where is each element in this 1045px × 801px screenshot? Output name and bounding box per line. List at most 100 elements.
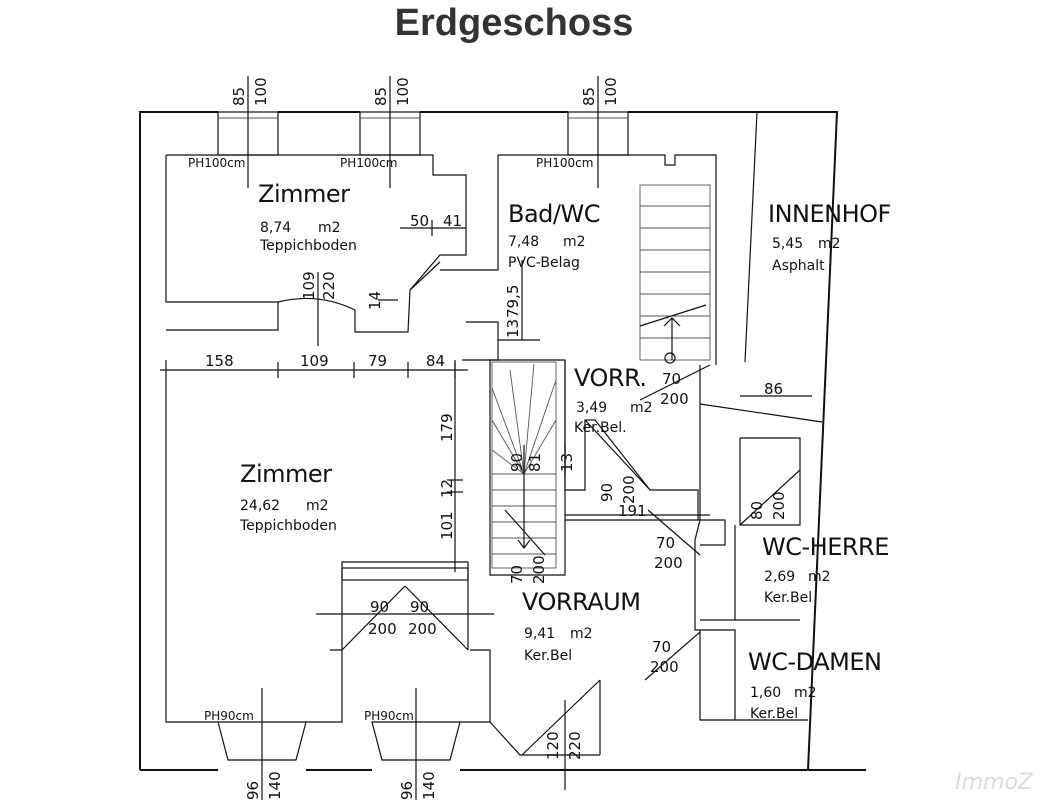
win1-w: 85 — [230, 87, 248, 106]
watermark-logo: ImmoZ — [955, 770, 1033, 795]
dim-70e: 70 — [652, 638, 671, 656]
dim-79-5: 79,5 — [504, 285, 522, 318]
dim-90d: 90 — [410, 598, 429, 616]
zimmer-top-room — [165, 154, 467, 333]
win3-ph: PH100cm — [536, 156, 593, 170]
win1-h: 100 — [252, 77, 270, 106]
dim-50: 50 — [410, 212, 429, 230]
dim-13b: 13 — [558, 453, 576, 472]
win3-h: 100 — [602, 77, 620, 106]
innenhof-area: 5,45 — [772, 236, 803, 252]
vorraum-unit: m2 — [570, 626, 593, 642]
dim-41: 41 — [443, 212, 462, 230]
wc-damen-name: WC-DAMEN — [748, 648, 881, 676]
bad-floor: PVC-Belag — [508, 255, 580, 271]
vorr-name: VORR. — [574, 364, 647, 392]
dim-200c: 200 — [770, 491, 788, 520]
vorraum-floor: Ker.Bel — [524, 648, 572, 664]
wc-herren-area: 2,69 — [764, 569, 795, 585]
dim-84: 84 — [426, 352, 445, 370]
window-labels-bottom: PH90cm 96 140 PH90cm 96 140 — [204, 709, 438, 800]
zimmer-big-room — [165, 360, 494, 723]
win1-ph: PH100cm — [188, 156, 245, 170]
vorr-floor: Ker.Bel. — [574, 420, 627, 436]
zimmer-big-area: 24,62 — [240, 498, 280, 514]
vorraum-walls — [489, 360, 823, 756]
dim-79: 79 — [368, 352, 387, 370]
dim-101: 101 — [438, 511, 456, 540]
dim-120: 120 — [544, 731, 562, 760]
dim-220a: 220 — [320, 271, 338, 300]
windows-bottom — [217, 688, 461, 800]
vorr-unit: m2 — [630, 400, 653, 416]
window-labels-top: 85 100 PH100cm 85 100 PH100cm 85 100 PH1… — [188, 77, 620, 170]
zimmer-big-name: Zimmer — [240, 460, 332, 488]
dim-158: 158 — [205, 352, 234, 370]
wc-damen-area: 1,60 — [750, 685, 781, 701]
dim-200e: 200 — [530, 555, 548, 584]
win5-ph: PH90cm — [364, 709, 414, 723]
vorraum-area: 9,41 — [524, 626, 555, 642]
win3-w: 85 — [580, 87, 598, 106]
dim-220b: 220 — [566, 731, 584, 760]
zimmer-big-unit: m2 — [306, 498, 329, 514]
dim-200g: 200 — [368, 620, 397, 638]
dim-70c: 70 — [656, 534, 675, 552]
dim-179: 179 — [438, 413, 456, 442]
zimmer-top-floor: Teppichboden — [259, 238, 357, 254]
dim-13: 13 — [504, 319, 522, 338]
win4-w: 96 — [244, 781, 262, 800]
windows-top — [217, 76, 629, 188]
page-title: Erdgeschoss — [394, 2, 634, 44]
wc-damen-unit: m2 — [794, 685, 817, 701]
zimmer-top-unit: m2 — [318, 220, 341, 236]
dim-191: 191 — [618, 502, 647, 520]
outer-walls — [139, 111, 866, 771]
innenhof-name: INNENHOF — [768, 200, 891, 228]
zimmer-big-floor: Teppichboden — [239, 518, 337, 534]
stairs-lower — [489, 359, 566, 576]
dim-90c: 90 — [370, 598, 389, 616]
dim-80: 80 — [748, 501, 766, 520]
dim-200h: 200 — [408, 620, 437, 638]
wc-damen-floor: Ker.Bel — [750, 706, 798, 722]
dim-200f: 200 — [650, 658, 679, 676]
win2-h: 100 — [394, 77, 412, 106]
dim-109: 109 — [300, 352, 329, 370]
dim-81: 81 — [526, 453, 544, 472]
dim-109a: 109 — [300, 271, 318, 300]
stairs-upper — [639, 184, 711, 364]
win5-h: 140 — [420, 771, 438, 800]
dim-14: 14 — [366, 291, 384, 310]
dim-70a: 70 — [662, 370, 681, 388]
zimmer-top-name: Zimmer — [258, 180, 350, 208]
bad-name: Bad/WC — [508, 200, 600, 228]
dimension-labels: 50 41 109 220 14 13 79,5 158 109 79 84 1… — [205, 212, 788, 760]
dim-200d: 200 — [654, 554, 683, 572]
wc-herren-unit: m2 — [808, 569, 831, 585]
innenhof-floor: Asphalt — [772, 258, 825, 274]
dim-200a: 200 — [660, 390, 689, 408]
dim-12: 12 — [438, 479, 456, 498]
win4-h: 140 — [266, 771, 284, 800]
innenhof-unit: m2 — [818, 236, 841, 252]
win4-ph: PH90cm — [204, 709, 254, 723]
dim-200b: 200 — [620, 475, 638, 504]
bad-unit: m2 — [563, 234, 586, 250]
dim-90s: 90 — [508, 453, 526, 472]
zimmer-top-area: 8,74 — [260, 220, 291, 236]
bad-area: 7,48 — [508, 234, 539, 250]
room-labels: Zimmer 8,74 m2 Teppichboden Bad/WC 7,48 … — [239, 180, 891, 722]
vorr-area: 3,49 — [576, 400, 607, 416]
dim-86: 86 — [764, 380, 783, 398]
dim-70d: 70 — [508, 565, 526, 584]
wc-herren-name: WC-HERRE — [762, 533, 889, 561]
dimension-lines — [160, 220, 812, 790]
wc-herren-floor: Ker.Bel — [764, 590, 812, 606]
vorraum-name: VORRAUM — [522, 588, 640, 616]
win5-w: 96 — [398, 781, 416, 800]
dim-90b: 90 — [598, 483, 616, 502]
win2-w: 85 — [372, 87, 390, 106]
win2-ph: PH100cm — [340, 156, 397, 170]
